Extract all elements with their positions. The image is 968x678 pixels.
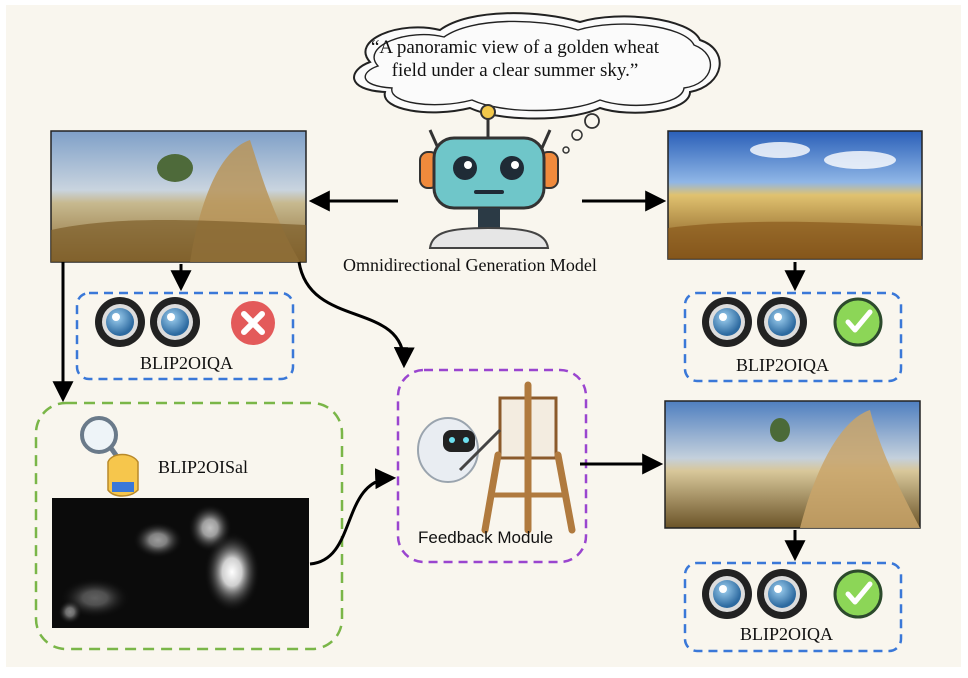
panorama-refined <box>664 400 921 529</box>
magnifier-icon <box>80 416 139 497</box>
eye-icon <box>702 569 752 619</box>
connectors <box>52 190 806 566</box>
saliency-label: BLIP2OISal <box>158 457 248 477</box>
green-check-icon <box>833 297 883 347</box>
panorama-left <box>50 130 307 263</box>
iqa-box-bottom <box>683 561 903 653</box>
red-x-icon <box>231 301 275 345</box>
panorama-right <box>667 130 923 260</box>
iqa-box-left <box>75 291 295 381</box>
eye-icon <box>702 297 752 347</box>
eye-icon <box>150 297 200 347</box>
eye-icon <box>95 297 145 347</box>
saliency-map <box>52 498 309 628</box>
green-check-icon <box>833 569 883 619</box>
iqa-label-right: BLIP2OIQA <box>736 355 829 375</box>
iqa-label-bottom: BLIP2OIQA <box>740 624 833 644</box>
robot-icon <box>419 104 600 249</box>
thought-cloud <box>353 12 721 120</box>
prompt-text: “A panoramic view of a golden wheat fiel… <box>370 37 660 81</box>
iqa-box-right <box>683 291 903 383</box>
eye-icon <box>757 297 807 347</box>
robot-painter-easel-icon <box>417 381 576 534</box>
saliency-box <box>34 401 344 651</box>
eye-icon <box>757 569 807 619</box>
iqa-label-left: BLIP2OIQA <box>140 353 233 373</box>
feedback-box <box>396 368 588 564</box>
feedback-label: Feedback Module <box>418 528 554 547</box>
model-label: Omnidirectional Generation Model <box>343 255 597 275</box>
